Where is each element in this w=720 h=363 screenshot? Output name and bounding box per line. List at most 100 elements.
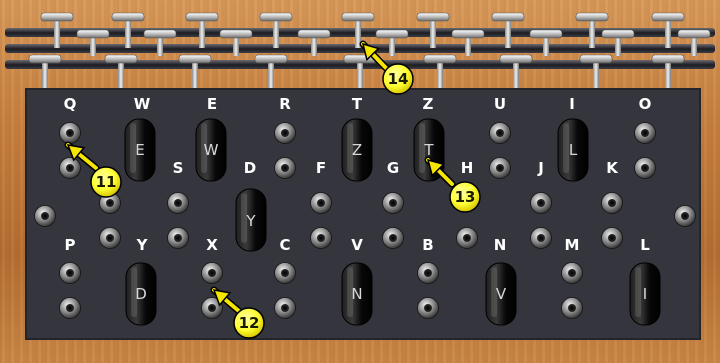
socket-hole [41, 212, 49, 220]
row-label-i: I [562, 96, 582, 112]
socket [635, 158, 656, 179]
lever-stem [199, 20, 205, 48]
lever-cap [580, 55, 612, 63]
lever-cap [298, 30, 330, 38]
lever-stem [90, 36, 96, 56]
socket [418, 298, 439, 319]
socket [418, 263, 439, 284]
key-lever [530, 30, 562, 56]
socket-hole [389, 234, 397, 242]
callout-12-label: 12 [234, 308, 264, 338]
row-label-c: C [275, 237, 295, 253]
socket-hole [463, 234, 471, 242]
socket-hole [641, 164, 649, 172]
plug-letter-z: Z [347, 142, 367, 158]
callout-13-label: 13 [450, 182, 480, 212]
socket-hole [568, 304, 576, 312]
key-lever [220, 30, 252, 56]
lever-stem [233, 36, 239, 56]
socket [311, 193, 332, 214]
row-label-l: L [635, 237, 655, 253]
lever-cap [452, 30, 484, 38]
plug-letter-e: E [130, 142, 150, 158]
socket-hole [174, 234, 182, 242]
row-label-s: S [168, 160, 188, 176]
lever-cap [500, 55, 532, 63]
row-label-r: R [275, 96, 295, 112]
socket-hole [681, 212, 689, 220]
lever-stem [357, 62, 363, 88]
lever-cap [260, 13, 292, 21]
plug-letter-t: T [419, 142, 439, 158]
socket [100, 228, 121, 249]
lever-cap [77, 30, 109, 38]
lever-stem [437, 62, 443, 88]
socket [35, 206, 56, 227]
row-label-t: T [347, 96, 367, 112]
key-lever [41, 13, 73, 48]
socket [635, 123, 656, 144]
plug-letter-l: L [563, 142, 583, 158]
callout-14-label: 14 [383, 64, 413, 94]
lever-stem [543, 36, 549, 56]
socket-hole [496, 129, 504, 137]
lever-stem [505, 20, 511, 48]
lever-stem [125, 20, 131, 48]
socket [531, 228, 552, 249]
plug-letter-w: W [201, 142, 221, 158]
socket-hole [317, 199, 325, 207]
socket [60, 298, 81, 319]
socket-hole [537, 234, 545, 242]
lever-stem [665, 20, 671, 48]
plug-letter-v: V [491, 286, 511, 302]
socket [275, 123, 296, 144]
key-lever [452, 30, 484, 56]
key-lever [492, 13, 524, 48]
key-lever [298, 30, 330, 56]
row-label-k: K [602, 160, 622, 176]
socket-hole [281, 304, 289, 312]
key-lever [417, 13, 449, 48]
socket-hole [106, 234, 114, 242]
key-lever [260, 13, 292, 48]
lever-stem [465, 36, 471, 56]
plug-letter-n: N [347, 286, 367, 302]
lever-cap [29, 55, 61, 63]
socket [202, 263, 223, 284]
lever-stem [665, 62, 671, 88]
socket [490, 123, 511, 144]
lever-cap [652, 13, 684, 21]
socket-hole [424, 269, 432, 277]
lever-cap [678, 30, 710, 38]
socket-hole [424, 304, 432, 312]
lever-cap [424, 55, 456, 63]
lever-cap [376, 30, 408, 38]
callout-11-label: 11 [91, 167, 121, 197]
lever-cap [186, 13, 218, 21]
key-lever [678, 30, 710, 56]
row-label-o: O [635, 96, 655, 112]
socket [60, 263, 81, 284]
lever-cap [652, 55, 684, 63]
socket [675, 206, 696, 227]
lever-cap [255, 55, 287, 63]
socket-hole [641, 129, 649, 137]
key-lever [144, 30, 176, 56]
row-label-m: M [562, 237, 582, 253]
lever-cap [144, 30, 176, 38]
row-label-j: J [531, 160, 551, 176]
lever-cap [112, 13, 144, 21]
lever-stem [54, 20, 60, 48]
socket [275, 158, 296, 179]
lever-cap [342, 13, 374, 21]
socket-hole [608, 199, 616, 207]
socket-hole [608, 234, 616, 242]
lever-stem [273, 20, 279, 48]
key-lever [602, 30, 634, 56]
key-lever [77, 30, 109, 56]
lever-cap [220, 30, 252, 38]
row-label-x: X [202, 237, 222, 253]
row-label-h: H [457, 160, 477, 176]
lever-cap [530, 30, 562, 38]
key-lever [29, 55, 61, 88]
